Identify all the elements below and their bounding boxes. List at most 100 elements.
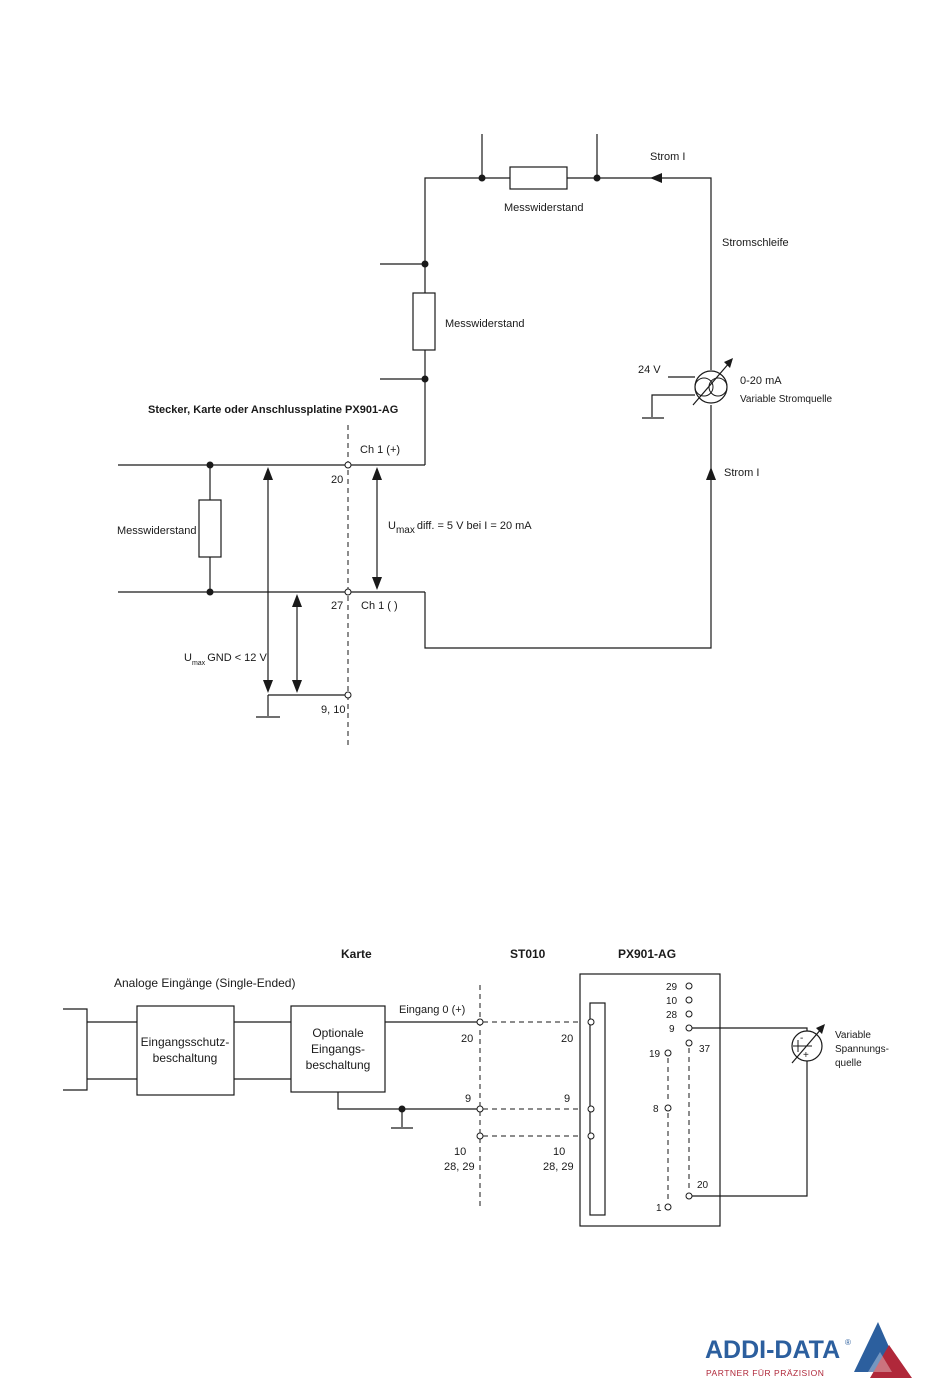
current-source-icon xyxy=(692,358,733,406)
resistor-left xyxy=(198,499,222,558)
px-pin-9-label: 9 xyxy=(669,1024,675,1035)
card-pin-20: 20 xyxy=(461,1033,473,1045)
addi-data-logo: ADDI-DATA ® PARTNER FÜR PRÄZISION xyxy=(705,1322,912,1378)
pin-27-label: 27 xyxy=(331,600,343,612)
optional-circuit-line2: Eingangs- xyxy=(311,1042,365,1056)
st-pin-10: 10 xyxy=(553,1146,565,1158)
px-pin-29-label: 29 xyxy=(666,982,678,993)
card-pin-9: 9 xyxy=(465,1093,471,1105)
connector-title: Stecker, Karte oder Anschlussplatine PX9… xyxy=(148,404,398,416)
loop-label: Stromschleife xyxy=(722,237,789,249)
supply-label: 24 V xyxy=(638,364,661,376)
resistor-top xyxy=(509,166,568,190)
px-pin-19-label: 19 xyxy=(649,1049,661,1060)
terminal-20 xyxy=(587,1018,595,1026)
umax-gnd-arrow-long xyxy=(263,467,273,693)
umax-gnd-arrow-short xyxy=(292,594,302,693)
analog-inputs-title: Analoge Eingänge (Single-Ended) xyxy=(114,976,295,990)
px-pin-20 xyxy=(685,1192,693,1200)
px-pin-1-label: 1 xyxy=(656,1203,662,1214)
logo-registered: ® xyxy=(845,1338,851,1347)
px-pin-10 xyxy=(685,996,693,1004)
input-protection-line1: Eingangsschutz- xyxy=(141,1035,230,1049)
px-pin-19 xyxy=(664,1049,672,1057)
single-ended-diagram: Karte ST010 PX901-AG Analoge Eingänge (S… xyxy=(63,947,889,1227)
resistor-left-label: Messwiderstand xyxy=(117,525,196,537)
wire xyxy=(424,405,712,649)
logo-triangle-red xyxy=(870,1345,912,1378)
voltage-source-line2: Spannungs- xyxy=(835,1044,889,1055)
header-st010: ST010 xyxy=(510,947,546,961)
terminal-9 xyxy=(476,1105,484,1113)
px-pin-9 xyxy=(685,1024,693,1032)
resistor-top-label: Messwiderstand xyxy=(504,202,583,214)
wire xyxy=(651,394,695,417)
px-pin-37 xyxy=(685,1039,693,1047)
minus-sign: - xyxy=(800,1033,803,1044)
current-right-label: Strom I xyxy=(724,467,759,479)
current-loop-diagram: Stecker, Karte oder Anschlussplatine PX9… xyxy=(117,134,833,745)
current-arrow-icon xyxy=(706,467,716,480)
px-pin-1 xyxy=(664,1203,672,1211)
source-range-label: 0-20 mA xyxy=(740,375,782,387)
card-pin-28-29: 28, 29 xyxy=(444,1161,475,1173)
px-pin-8 xyxy=(664,1104,672,1112)
ch-plus-label: Ch 1 (+) xyxy=(360,444,400,456)
input-protection-line2: beschaltung xyxy=(153,1051,218,1065)
logo-triangle-white xyxy=(868,1352,892,1372)
wire xyxy=(337,1092,480,1110)
resistor-middle-label: Messwiderstand xyxy=(445,318,524,330)
px-pin-10-label: 10 xyxy=(666,996,678,1007)
optional-input-circuit-box xyxy=(290,1005,386,1093)
source-name-label: Variable Stromquelle xyxy=(740,394,833,405)
terminal-20 xyxy=(476,1018,484,1026)
junction-dot xyxy=(421,375,429,383)
card-pin-10: 10 xyxy=(454,1146,466,1158)
ch-minus-label: Ch 1 ( ) xyxy=(361,600,398,612)
px-pin-28-label: 28 xyxy=(666,1010,678,1021)
st-pin-20: 20 xyxy=(561,1033,573,1045)
wire xyxy=(692,1061,808,1197)
voltage-source-icon xyxy=(791,1024,825,1064)
umax-diff-arrow xyxy=(372,467,382,590)
terminal-10 xyxy=(587,1132,595,1140)
header-karte: Karte xyxy=(341,947,372,961)
wire xyxy=(692,1027,808,1031)
terminal-27 xyxy=(344,588,352,596)
logo-name: ADDI-DATA xyxy=(705,1336,840,1364)
terminal-9 xyxy=(587,1105,595,1113)
px-pin-20-label: 20 xyxy=(697,1180,709,1191)
pin-20-label: 20 xyxy=(331,474,343,486)
px-pin-8-label: 8 xyxy=(653,1104,659,1115)
junction-dot xyxy=(206,461,214,469)
junction-dot xyxy=(206,588,214,596)
st-pin-9: 9 xyxy=(564,1093,570,1105)
px-pin-37-label: 37 xyxy=(699,1044,711,1055)
junction-dot xyxy=(478,174,486,182)
logo-tagline: PARTNER FÜR PRÄZISION xyxy=(706,1368,824,1378)
input-protection-box xyxy=(136,1005,235,1096)
terminal-10 xyxy=(476,1132,484,1140)
px-pin-28 xyxy=(685,1010,693,1018)
junction-dot xyxy=(593,174,601,182)
optional-circuit-line3: beschaltung xyxy=(306,1058,371,1072)
resistor-middle xyxy=(412,292,436,351)
input-label: Eingang 0 (+) xyxy=(399,1004,465,1016)
optional-circuit-line1: Optionale xyxy=(312,1026,364,1040)
current-top-label: Strom I xyxy=(650,151,685,163)
terminal-20 xyxy=(344,461,352,469)
voltage-source-line1: Variable xyxy=(835,1030,871,1041)
px-pin-29 xyxy=(685,982,693,990)
pin-gnd-label: 9, 10 xyxy=(321,704,345,716)
voltage-source-line3: quelle xyxy=(835,1058,862,1069)
header-px901: PX901-AG xyxy=(618,947,676,961)
junction-dot xyxy=(421,260,429,268)
terminal-gnd xyxy=(344,691,352,699)
current-arrow-icon xyxy=(650,173,662,183)
st-pin-28-29: 28, 29 xyxy=(543,1161,574,1173)
input-bracket xyxy=(63,1008,88,1091)
plus-sign: + xyxy=(803,1050,809,1061)
